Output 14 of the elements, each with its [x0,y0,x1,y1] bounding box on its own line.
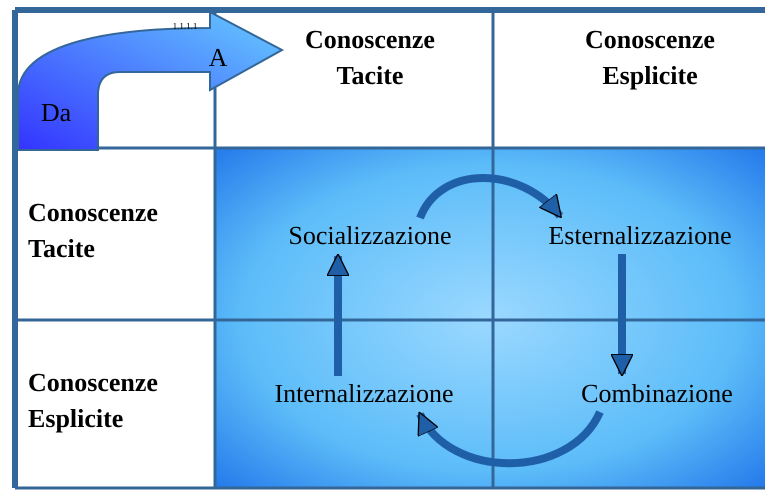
arrow [326,253,350,376]
header-label: Conoscenze Tacite [28,197,159,265]
process-label: Esternalizzazione [520,218,760,254]
arrow-label: A [208,42,228,74]
process-label: Combinazione [558,376,756,412]
header-label: Conoscenze Esplicite [584,24,716,92]
arrow [416,410,604,468]
arrow [416,174,563,220]
arrow [610,254,634,377]
process-label: Socializzazione [265,218,475,254]
process-label: Internalizzazione [250,376,478,412]
arrow-label: Da [40,97,72,129]
header-label: Conoscenze Esplicite [28,367,159,435]
header-label: Conoscenze Tacite [304,24,436,92]
